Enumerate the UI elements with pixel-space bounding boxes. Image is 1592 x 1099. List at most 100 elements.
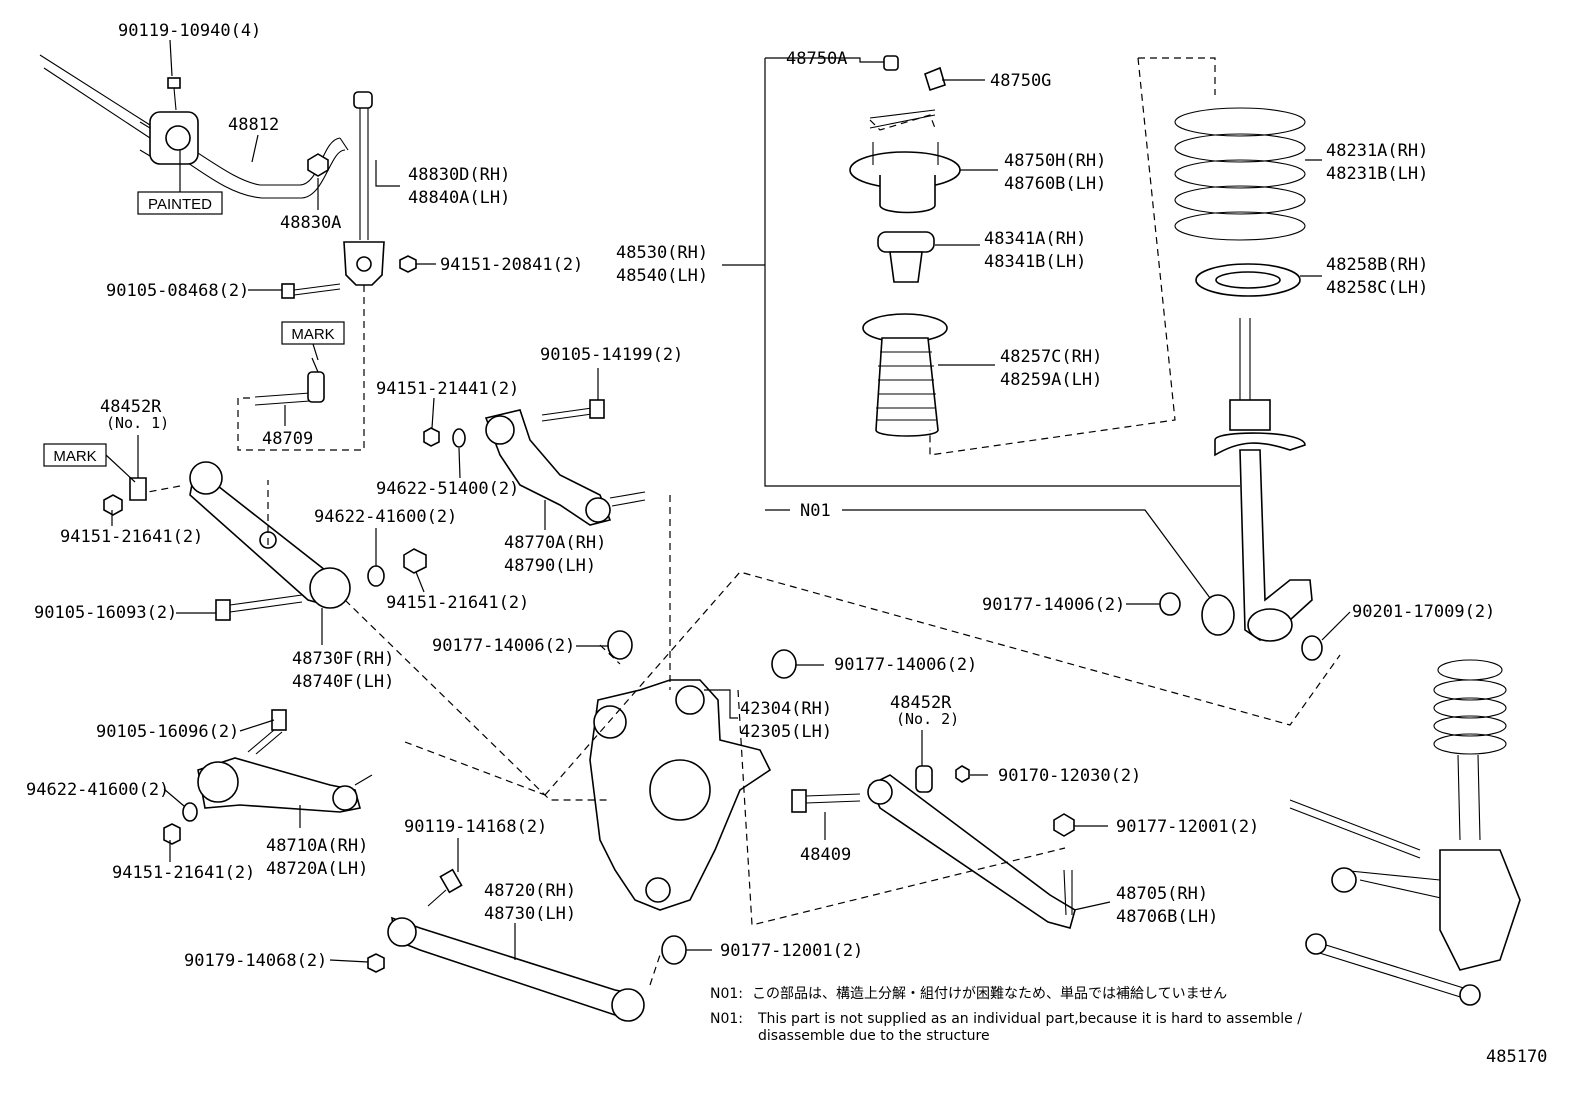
label-42304: 42304(RH) [740,699,832,719]
label-48710a: 48710A(RH) [266,836,368,856]
arm-48710a [197,757,373,813]
cam-plate-48452r-2 [915,765,933,793]
label-90105-08468: 90105-08468(2) [106,281,249,301]
arm-48770a [484,409,646,526]
label-48830a: 48830A [280,213,341,233]
washer-94622-41600-b [182,802,198,822]
label-48760b: 48760B(LH) [1004,174,1106,194]
toe-arm-48705 [867,774,1076,929]
label-90105-14199: 90105-14199(2) [540,345,683,365]
label-94151-21641-a: 94151-21641(2) [60,527,203,547]
bushing-90177-14006-a [607,630,633,660]
label-94622-41600-b: 94622-41600(2) [26,780,169,800]
label-n01: N01 [800,501,831,521]
label-90119-14168: 90119-14168(2) [404,817,547,837]
label-90177-14006-a: 90177-14006(2) [432,636,575,656]
nut-48750a [883,55,899,71]
label-48257c: 48257C(RH) [1000,347,1102,367]
label-90177-12001-b: 90177-12001(2) [720,941,863,961]
part-labels: 90119-10940(4) 48812 48830A 48830D(RH) 4… [26,21,1495,971]
note-jp-text: この部品は、構造上分解・組付けが困難なため、単品では補給していません [752,986,1227,1002]
label-48720a: 48720A(LH) [266,859,368,879]
label-48452r-1-no: (No. 1) [106,414,169,432]
label-mark-2: MARK [53,448,96,465]
label-48530: 48530(RH) [616,243,708,263]
diagram-id: 485170 [1486,1047,1547,1067]
note-en-line1: This part is not supplied as an individu… [757,1011,1302,1027]
upper-arm-48730f [189,461,351,609]
label-48750g: 48750G [990,71,1051,91]
label-48452r-2-no: (No. 2) [896,710,959,728]
stabilizer-link [343,91,385,286]
bolt-90119-10940 [167,77,181,111]
label-94151-21641-b: 94151-21641(2) [386,593,529,613]
washer-90177-14006-c [1159,592,1181,616]
label-90105-16096: 90105-16096(2) [96,722,239,742]
bump-stopper-48341a [877,231,935,283]
label-90177-14006-c: 90177-14006(2) [982,595,1125,615]
label-48231a: 48231A(RH) [1326,141,1428,161]
label-mark-1: MARK [291,326,334,343]
label-90177-12001-a: 90177-12001(2) [1116,817,1259,837]
label-48709: 48709 [262,429,313,449]
nut-94151-20841 [399,255,417,273]
bolt-90105-16093 [215,594,303,621]
label-painted: PAINTED [148,196,212,213]
label-48409: 48409 [800,845,851,865]
label-90177-14006-b: 90177-14006(2) [834,655,977,675]
washer-94622-51400 [452,428,466,448]
label-48231b: 48231B(LH) [1326,164,1428,184]
dashed-assembly-lines [147,57,1341,986]
bolt-90105-14199 [541,399,605,422]
label-48258b: 48258B(RH) [1326,255,1428,275]
label-48258c: 48258C(LH) [1326,278,1428,298]
label-48259a: 48259A(LH) [1000,370,1102,390]
label-box-mark-1: MARK [281,321,345,345]
shock-absorber [1214,318,1313,642]
nut-94151-21641-c [163,823,181,845]
nut-90170-12030 [955,765,970,783]
nut-94151-21641-b [403,548,427,574]
nut-90177-12001-a [1053,813,1075,837]
label-48730: 48730(LH) [484,904,576,924]
coil-spring-48231a [1174,107,1306,241]
bolt-90105-16096 [247,709,287,755]
label-48452r-1: 48452R [100,397,162,417]
bushing-90177-14006-b [771,649,797,679]
label-48840a: 48840A(LH) [408,188,510,208]
arm-48720 [387,916,645,1022]
bushing-n01 [1201,594,1235,636]
nut-90179-14068 [367,953,385,973]
label-48720: 48720(RH) [484,881,576,901]
strut-mount-48750h [849,109,961,214]
washer-94622-41600-a [367,565,385,587]
washer-90201-17009 [1301,635,1323,661]
label-48706b: 48706B(LH) [1116,907,1218,927]
leader-lines [111,39,1351,963]
label-48750a: 48750A [786,49,847,69]
label-48830d: 48830D(RH) [408,165,510,185]
label-90105-16093: 90105-16093(2) [34,603,177,623]
label-48750h: 48750H(RH) [1004,151,1106,171]
nut-48830a [307,153,329,177]
steering-knuckle-42304 [589,679,772,911]
note-en-prefix: N01: [710,1011,743,1027]
label-48790: 48790(LH) [504,556,596,576]
label-42305: 42305(LH) [740,722,832,742]
label-90201-17009: 90201-17009(2) [1352,602,1495,622]
label-box-mark-2: MARK [43,443,107,467]
label-48540: 48540(LH) [616,266,708,286]
spring-seat-48258b [1195,263,1301,297]
note-jp-prefix: N01: [710,986,743,1002]
note-en-line2: disassemble due to the structure [758,1028,990,1044]
footnotes: N01: この部品は、構造上分解・組付けが困難なため、単品では補給していません … [710,986,1302,1044]
label-48812: 48812 [228,115,279,135]
stabilizer-bushing [139,111,199,165]
bushing-90177-12001-b [661,935,687,965]
label-94622-41600-a: 94622-41600(2) [314,507,457,527]
label-48705: 48705(RH) [1116,884,1208,904]
label-48341b: 48341B(LH) [984,252,1086,272]
label-94151-21641-c: 94151-21641(2) [112,863,255,883]
cam-plate-48452r-1 [129,477,147,501]
label-box-painted: PAINTED [137,191,223,215]
